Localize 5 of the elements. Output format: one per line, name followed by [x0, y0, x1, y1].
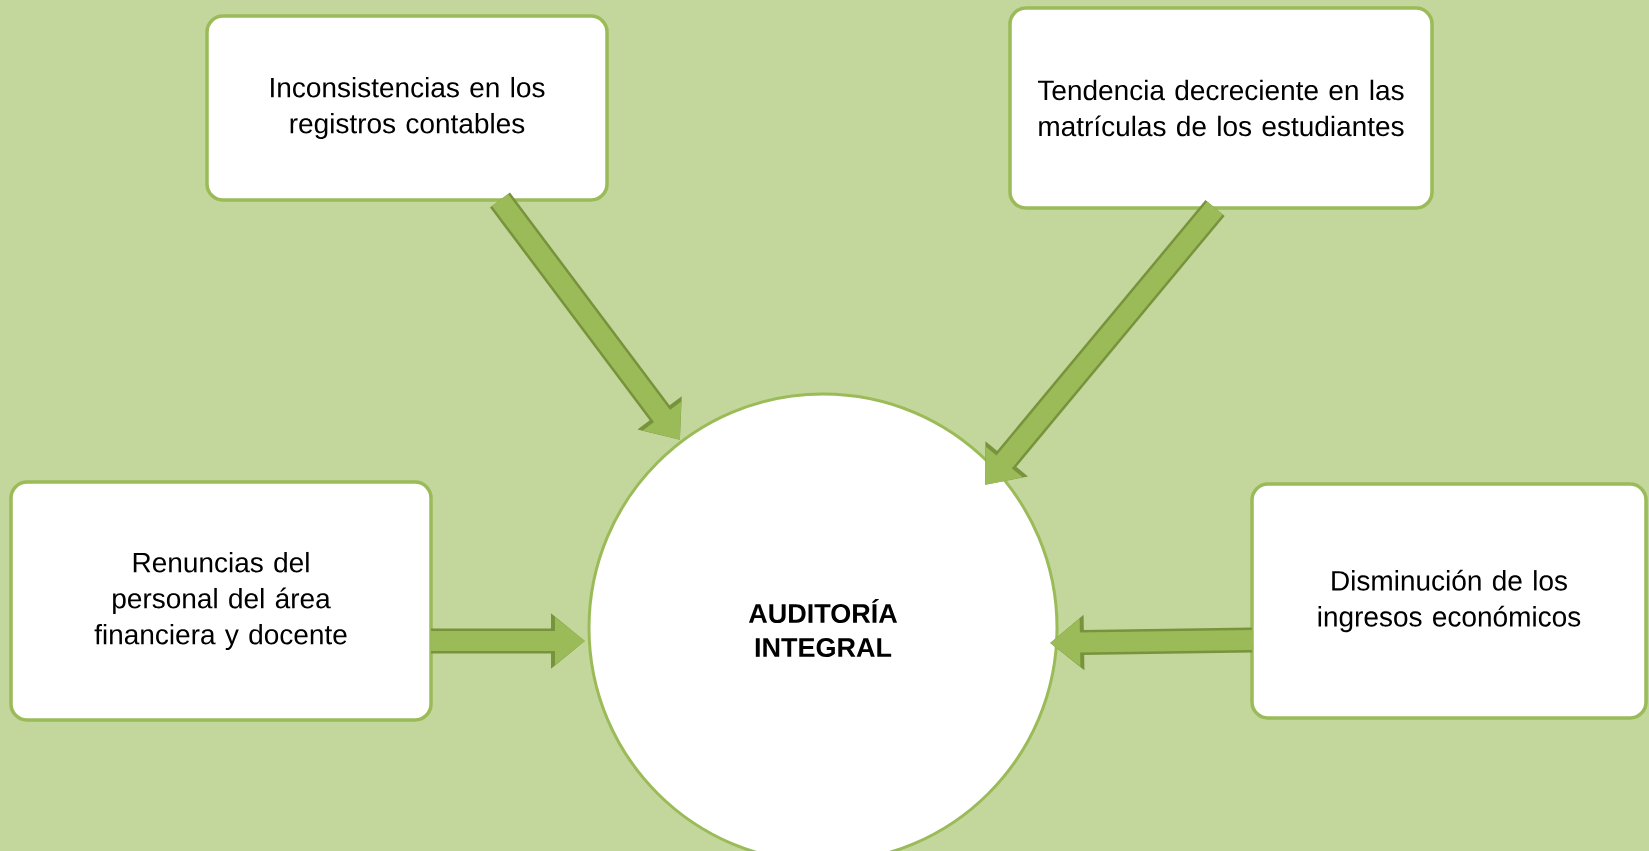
text-box: Inconsistencias en los registros contables — [205, 14, 609, 202]
text-box: Renuncias del personal del área financiera y docente — [9, 480, 433, 722]
text-box: Tendencia decreciente en las matrículas de los estudiantes — [1008, 6, 1434, 210]
text-box: Disminución de los ingresos económicos — [1250, 482, 1648, 720]
circle-node: AUDITORÍA INTEGRAL — [587, 392, 1059, 851]
